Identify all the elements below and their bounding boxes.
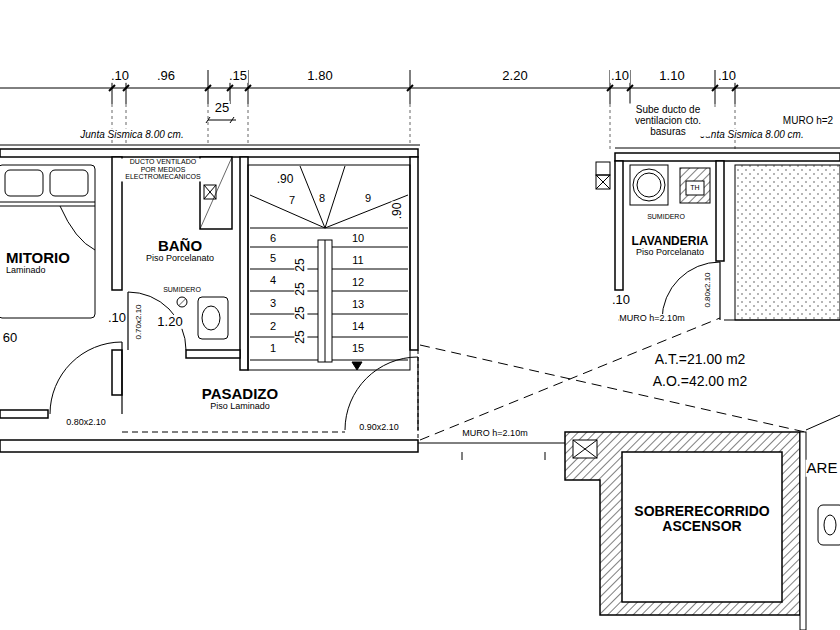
dimension: 1.10 (658, 69, 685, 83)
dimension: .10 (610, 69, 630, 83)
room-name: MITORIO (6, 250, 70, 267)
dimension: 1.80 (306, 69, 333, 83)
step-number: 14 (351, 320, 365, 332)
dimension: 25 (294, 281, 307, 296)
dimension: .15 (228, 69, 248, 83)
floor-finish: Piso Laminado (210, 402, 270, 412)
dimension: .90 (391, 202, 404, 221)
dimension: 25 (294, 257, 307, 272)
dimension: .90 (276, 173, 295, 186)
dimension: 25 (294, 329, 307, 344)
floor-finish: Piso Porcelanato (636, 248, 704, 258)
area-note: A.T.=21.00 m2 (654, 352, 747, 367)
step-number: 5 (269, 252, 277, 264)
step-number: 1 (269, 342, 277, 354)
wall-note: MURO h=2.10m (618, 314, 685, 324)
step-number: 15 (351, 342, 365, 354)
room-label: MITORIOLaminado (4, 248, 74, 281)
step-number: 12 (351, 276, 365, 288)
step-number: 2 (269, 320, 277, 332)
dimension: .10 (107, 311, 127, 325)
dimension: .96 (156, 69, 176, 83)
dimension: .10 (717, 69, 737, 83)
step-number: 13 (351, 298, 365, 310)
door-size: 0.70x2.10 (135, 303, 144, 340)
duct-note: DUCTO VENTILADO POR MEDIOS ELECTROMECANI… (121, 158, 205, 181)
area-note: A.O.=42.00 m2 (652, 374, 749, 389)
dimension: 25 (214, 101, 230, 115)
dimension: 60 (2, 331, 18, 345)
step-number: 9 (364, 192, 372, 204)
dimension: .10 (110, 69, 130, 83)
drain-label: SUMIDERO (646, 213, 686, 221)
floor-finish: Laminado (6, 266, 46, 276)
wall-note: MURO h=2 (782, 115, 834, 126)
dimension: 1.20 (156, 315, 183, 329)
room-name: SOBRERECORRIDO ASCENSOR (625, 504, 780, 535)
step-number: 4 (269, 274, 277, 286)
room-name: PASADIZO (202, 386, 278, 403)
dimension: 2.20 (501, 69, 528, 83)
joint-note: Junta Sismica 8.00 cm. (79, 129, 184, 140)
floor-finish: Piso Porcelanato (146, 254, 214, 264)
door-size: 0.80x2.10 (704, 271, 713, 308)
duct-note: Sube ducto de ventilacion cto. basuras (625, 104, 711, 137)
dimension: .10 (611, 293, 631, 307)
step-number: 10 (351, 232, 365, 244)
room-name: LAVANDERIA (632, 235, 709, 248)
room-label: BAÑOPiso Porcelanato (143, 236, 218, 269)
drain-label: SUMIDERO (162, 286, 202, 294)
room-label: ARE (806, 460, 839, 477)
door-size: 0.80x2.10 (65, 418, 107, 428)
room-label: LAVANDERIAPiso Porcelanato (629, 233, 712, 263)
wall-note: MURO h=2.10m (461, 429, 528, 439)
room-label: SOBRERECORRIDO ASCENSOR (622, 502, 783, 539)
step-number: 11 (351, 254, 364, 266)
joint-note: Junta Sismica 8.00 cm. (699, 129, 804, 140)
door-size: 0.90x2.10 (358, 423, 400, 433)
room-name: BAÑO (158, 238, 202, 255)
step-number: 8 (318, 192, 326, 204)
dimension: 25 (294, 305, 307, 320)
room-label: PASADIZOPiso Laminado (199, 384, 282, 417)
step-number: 6 (269, 232, 277, 244)
step-number: 7 (288, 194, 296, 206)
heater-label: TH (689, 184, 700, 192)
step-number: 3 (269, 297, 277, 309)
